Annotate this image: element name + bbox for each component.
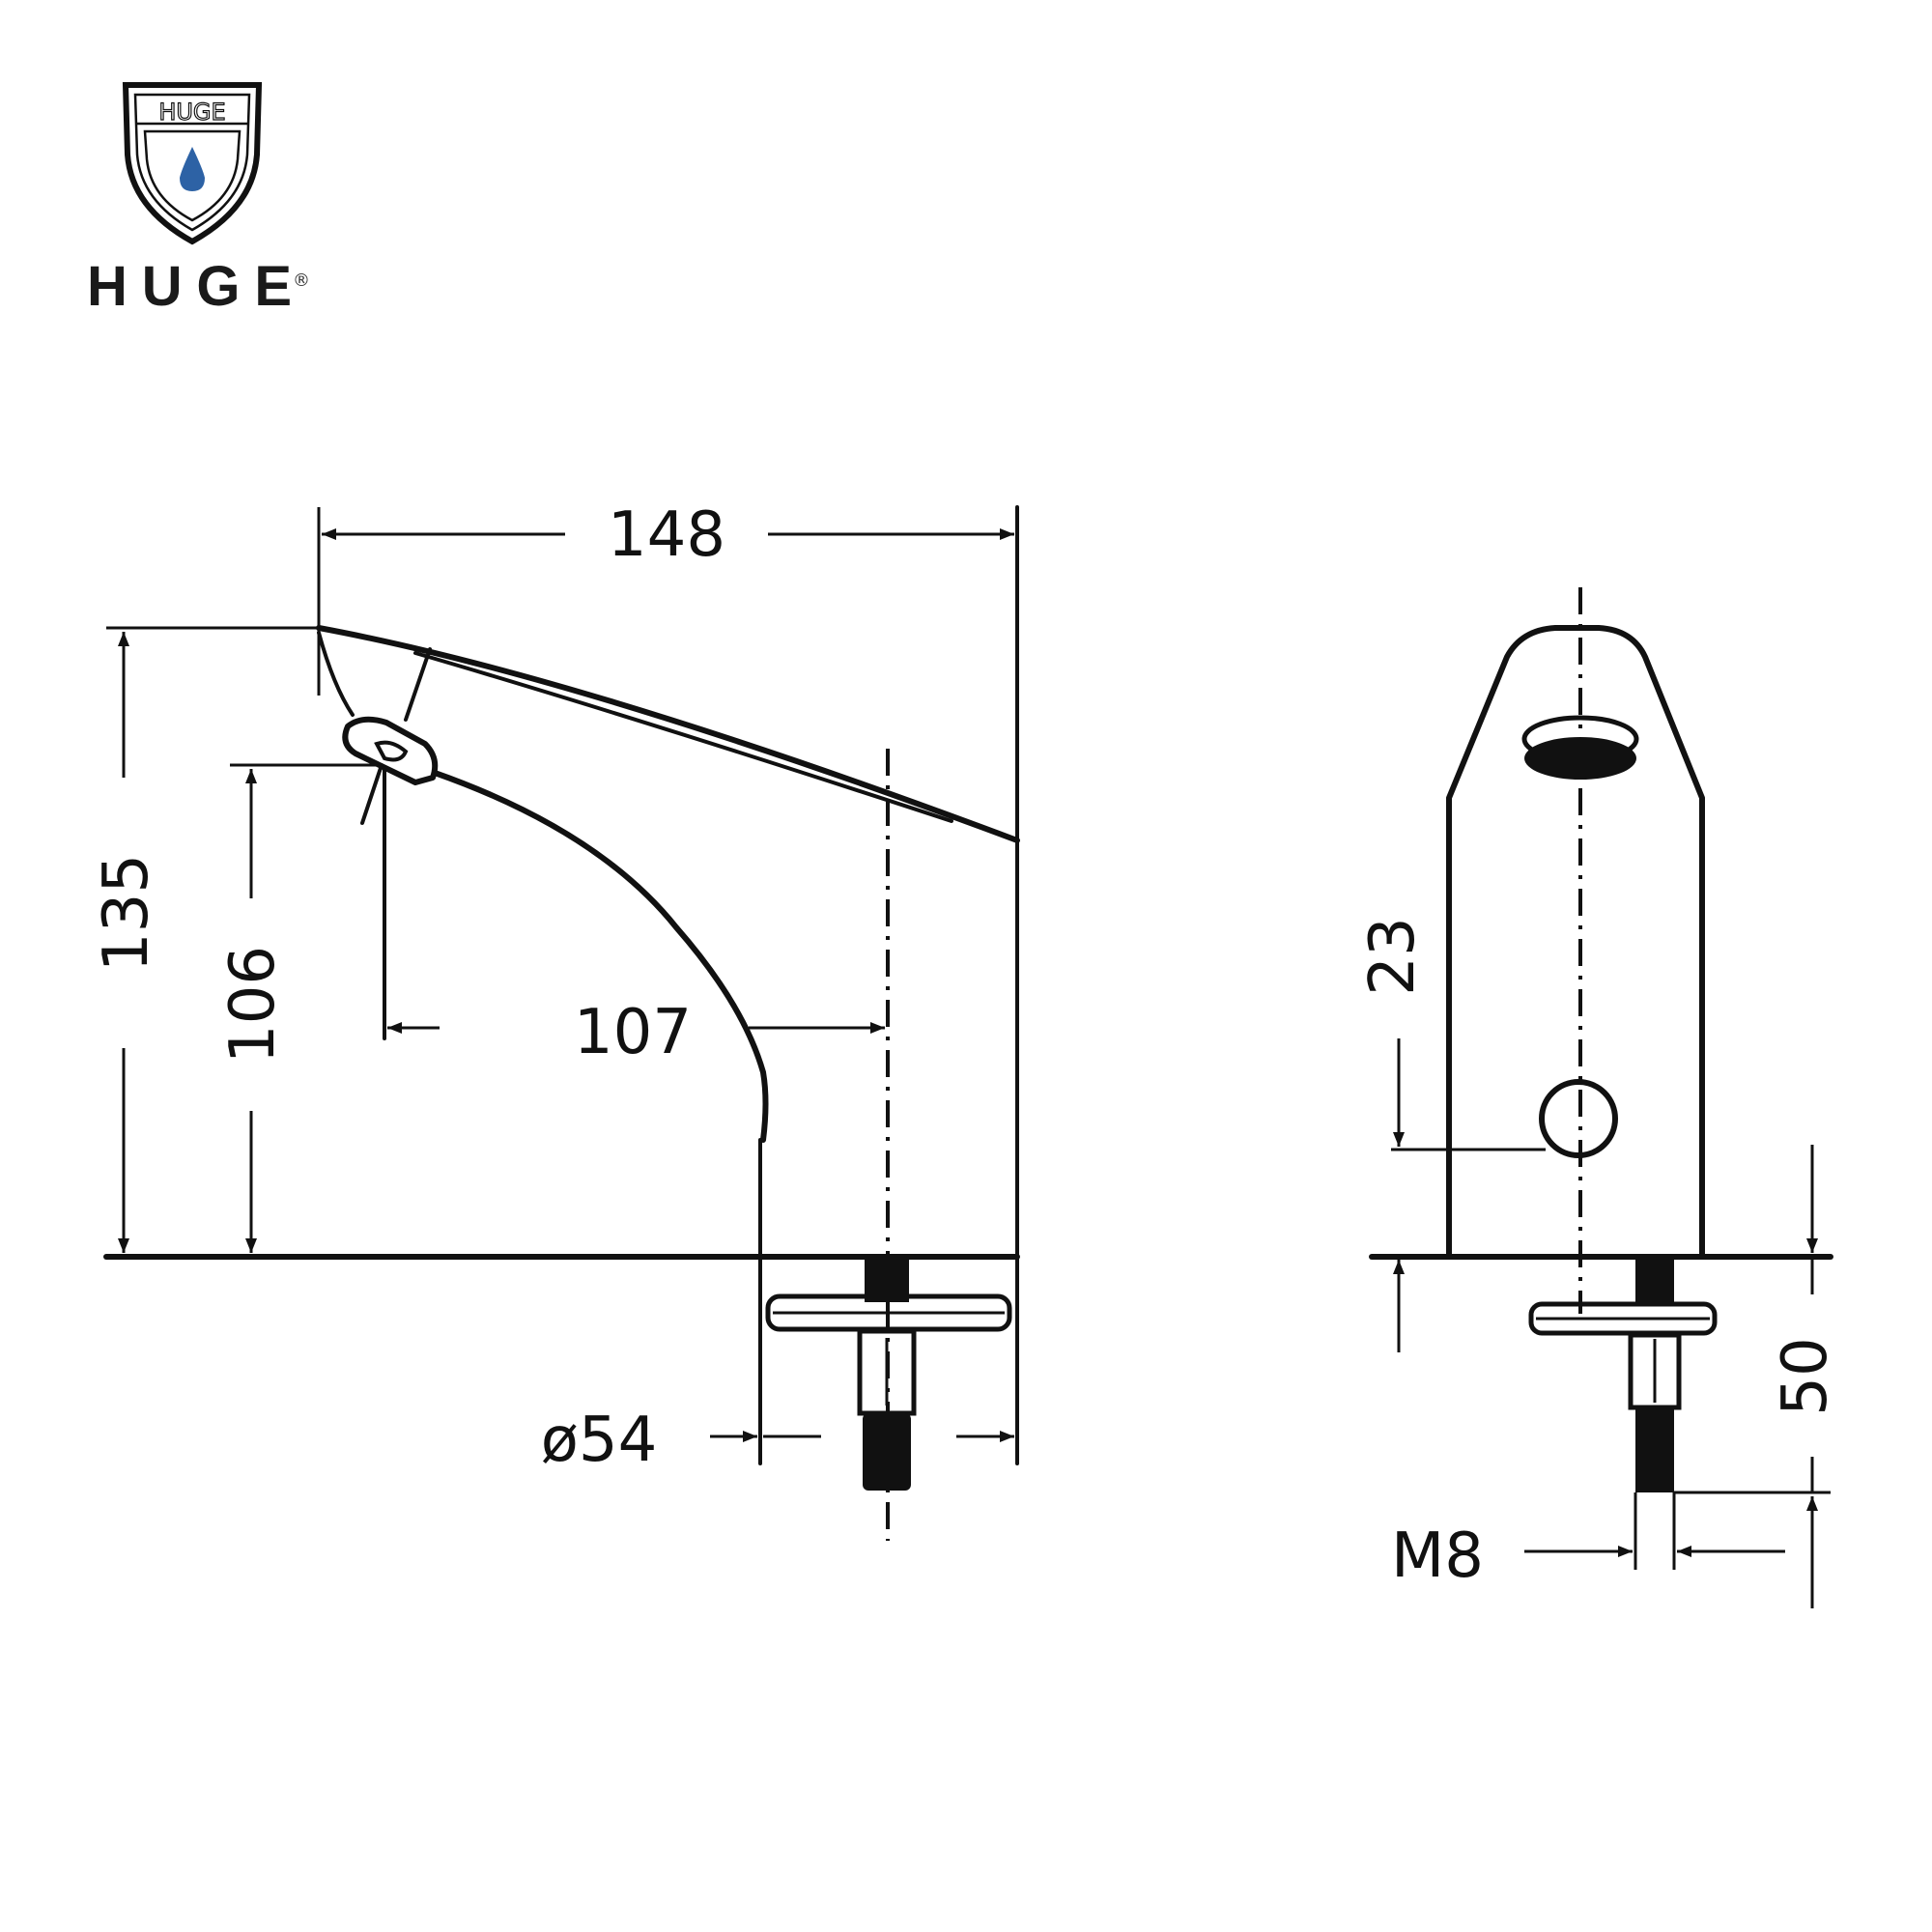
sensor-icon: [1539, 1079, 1618, 1158]
registered-mark: ®: [293, 270, 310, 291]
dim-deck-thickness: 50: [1770, 1337, 1841, 1415]
front-view: 23 50 M8: [1357, 587, 1841, 1608]
dim-outlet-height: 106: [217, 946, 289, 1064]
shield-text: HUGE: [158, 99, 225, 126]
dim-base-diameter: ø54: [541, 1405, 658, 1476]
brand-logo: HUGE HUGE ®: [87, 82, 310, 318]
shield-icon: HUGE: [122, 82, 263, 245]
dim-sensor-height: 23: [1357, 917, 1429, 995]
dim-spout-length: 148: [608, 499, 725, 571]
side-view: 148 107 135 106: [91, 499, 1020, 1541]
water-drop-icon: [180, 147, 205, 191]
dim-total-height: 135: [91, 854, 162, 972]
dim-thread: M8: [1391, 1520, 1484, 1592]
brand-wordmark: HUGE: [87, 255, 292, 318]
dim-outlet-projection: 107: [574, 997, 692, 1068]
